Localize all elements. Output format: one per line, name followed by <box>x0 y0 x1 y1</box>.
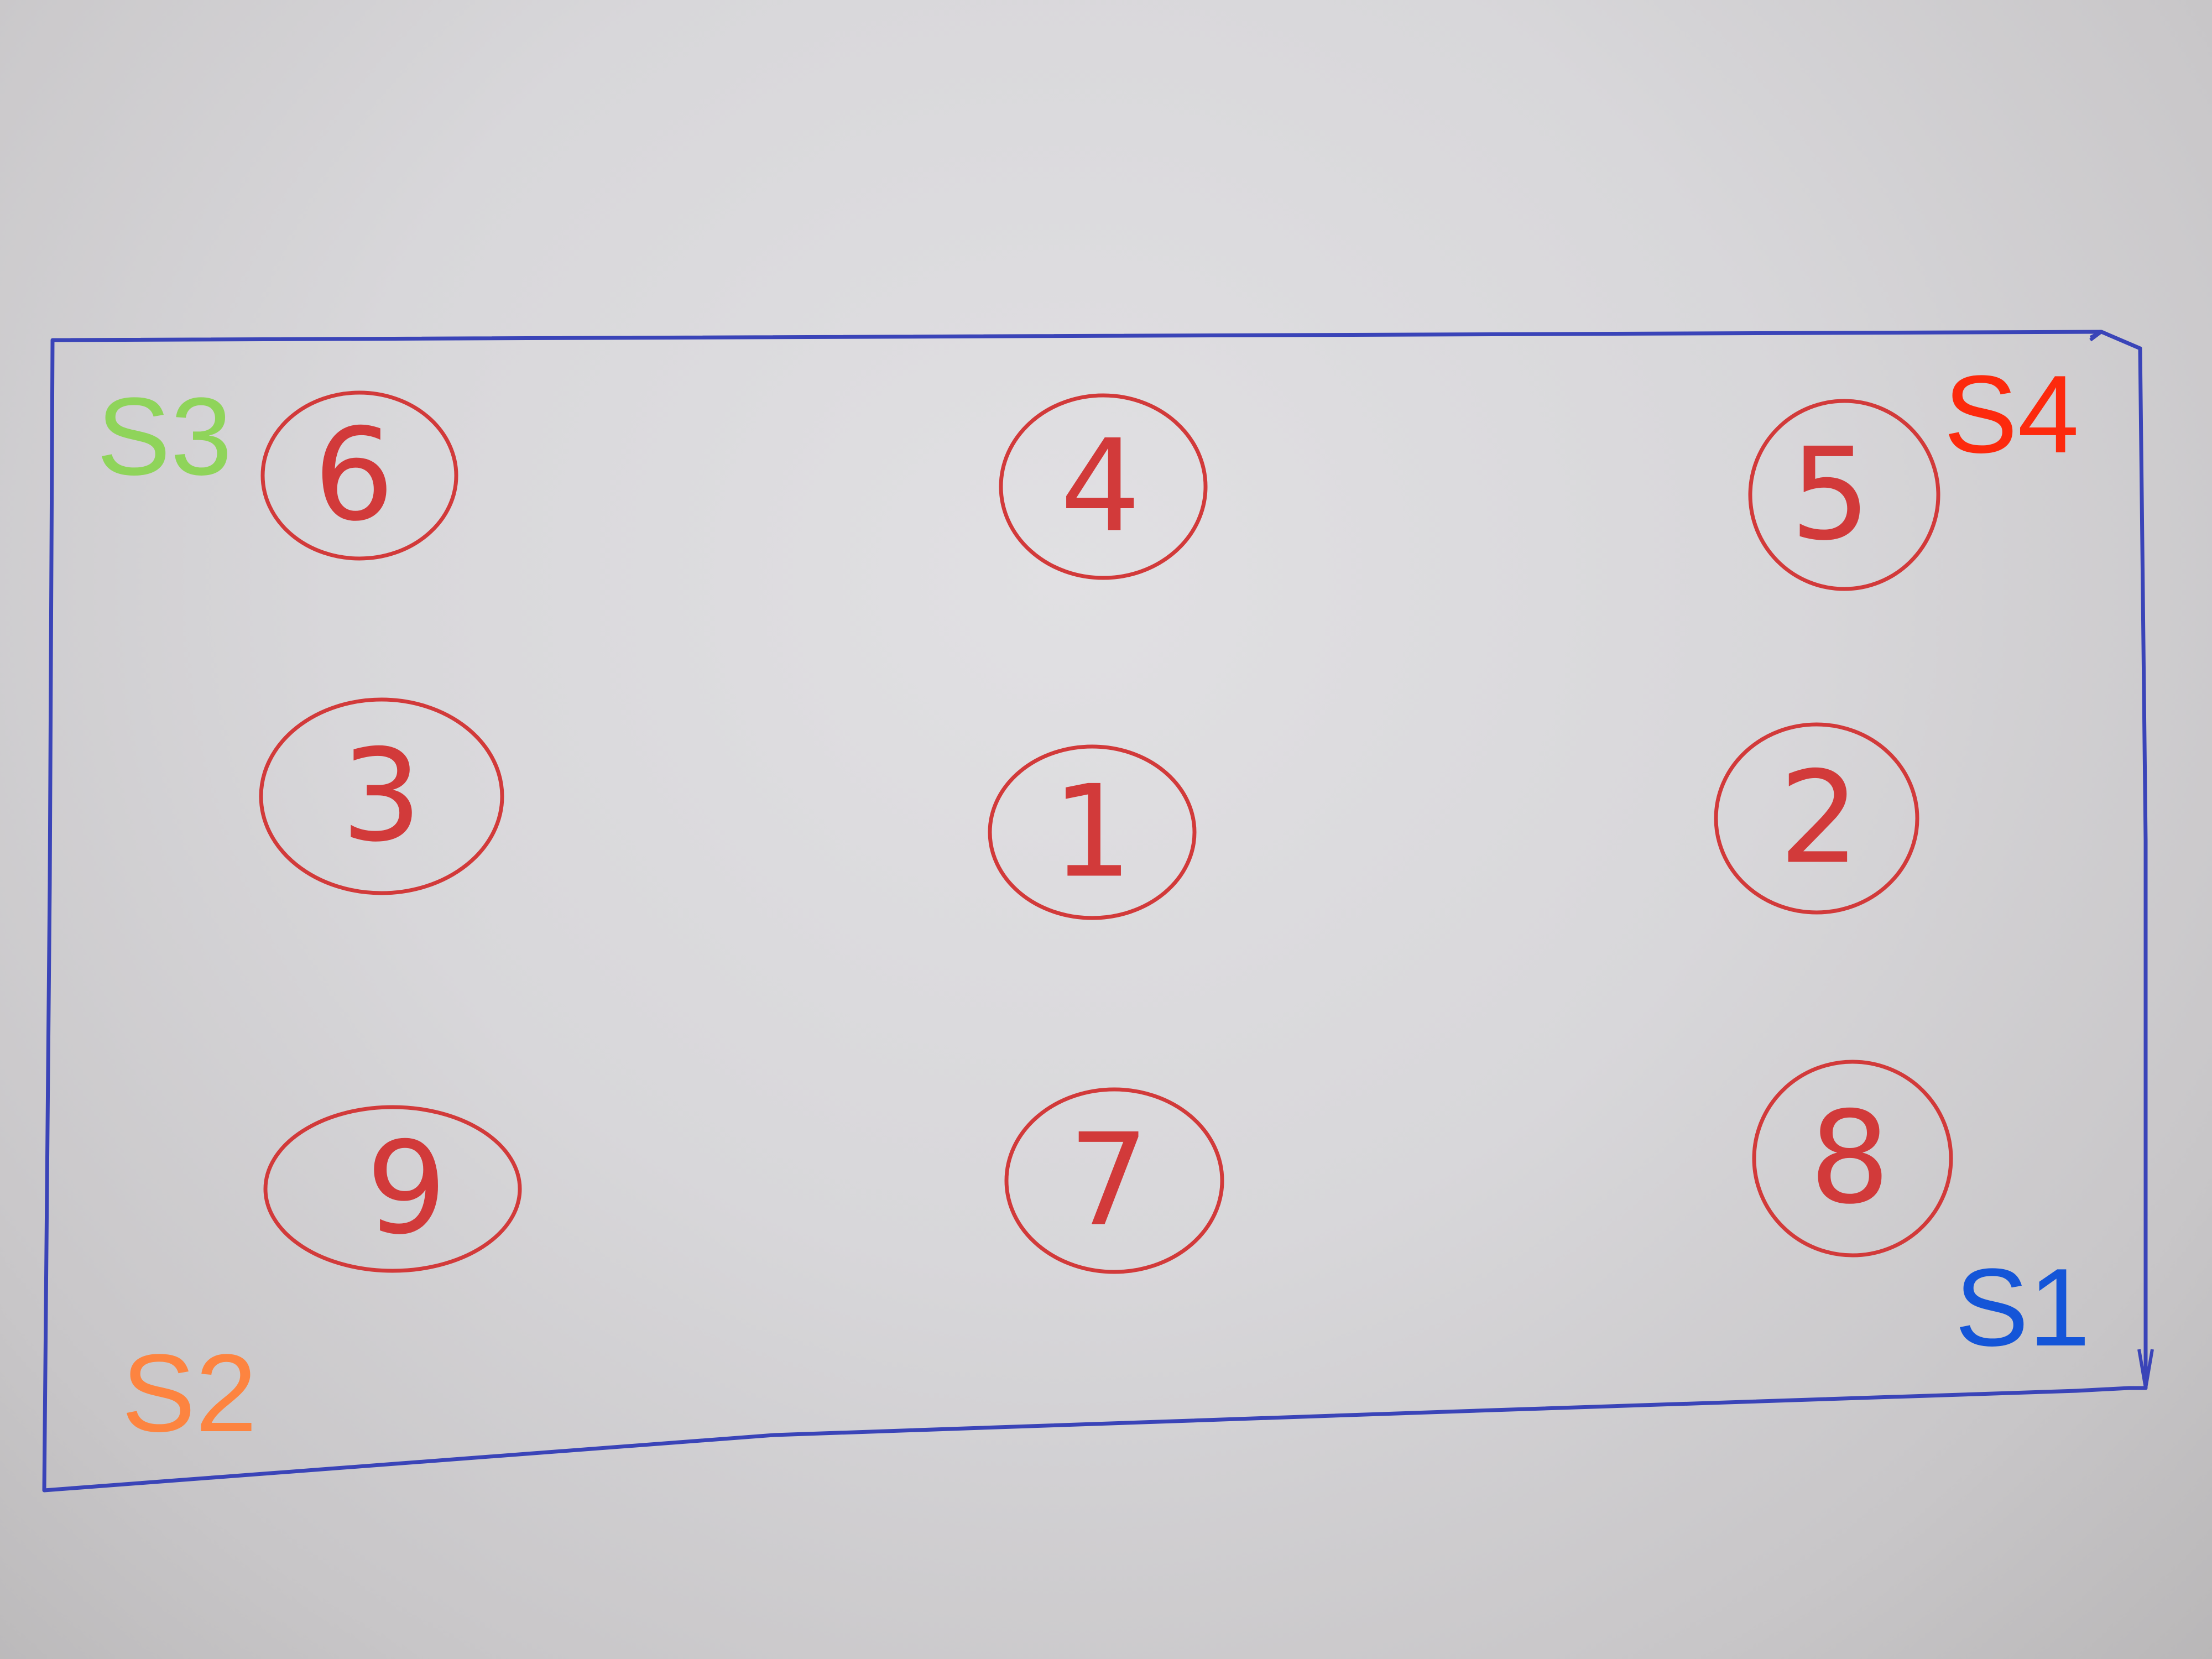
circle-2: 2 <box>1714 722 1919 915</box>
arrow-tick-top <box>2089 330 2103 342</box>
corner-label-s1: S1 <box>1955 1246 2090 1369</box>
number-3: 3 <box>341 723 422 870</box>
circle-9: 9 <box>263 1105 522 1273</box>
circle-8: 8 <box>1752 1060 1953 1258</box>
circle-5: 5 <box>1748 399 1940 591</box>
circle-1: 1 <box>988 744 1197 920</box>
circle-3: 3 <box>259 697 504 895</box>
number-4: 4 <box>1060 413 1141 561</box>
circle-7: 7 <box>1004 1087 1224 1274</box>
number-6: 6 <box>314 402 394 550</box>
number-1: 1 <box>1052 759 1133 906</box>
circle-6: 6 <box>260 390 458 561</box>
arrow-tick-bottom <box>2137 1349 2154 1389</box>
corner-label-s3: S3 <box>97 375 232 498</box>
circle-4: 4 <box>999 393 1208 580</box>
number-2: 2 <box>1779 745 1860 893</box>
number-8: 8 <box>1809 1085 1890 1233</box>
number-7: 7 <box>1068 1107 1149 1255</box>
blue-frame <box>42 330 2148 1493</box>
number-5: 5 <box>1790 421 1871 569</box>
corner-label-s2: S2 <box>122 1332 257 1455</box>
number-9: 9 <box>366 1115 447 1263</box>
corner-label-s4: S4 <box>1944 353 2079 476</box>
